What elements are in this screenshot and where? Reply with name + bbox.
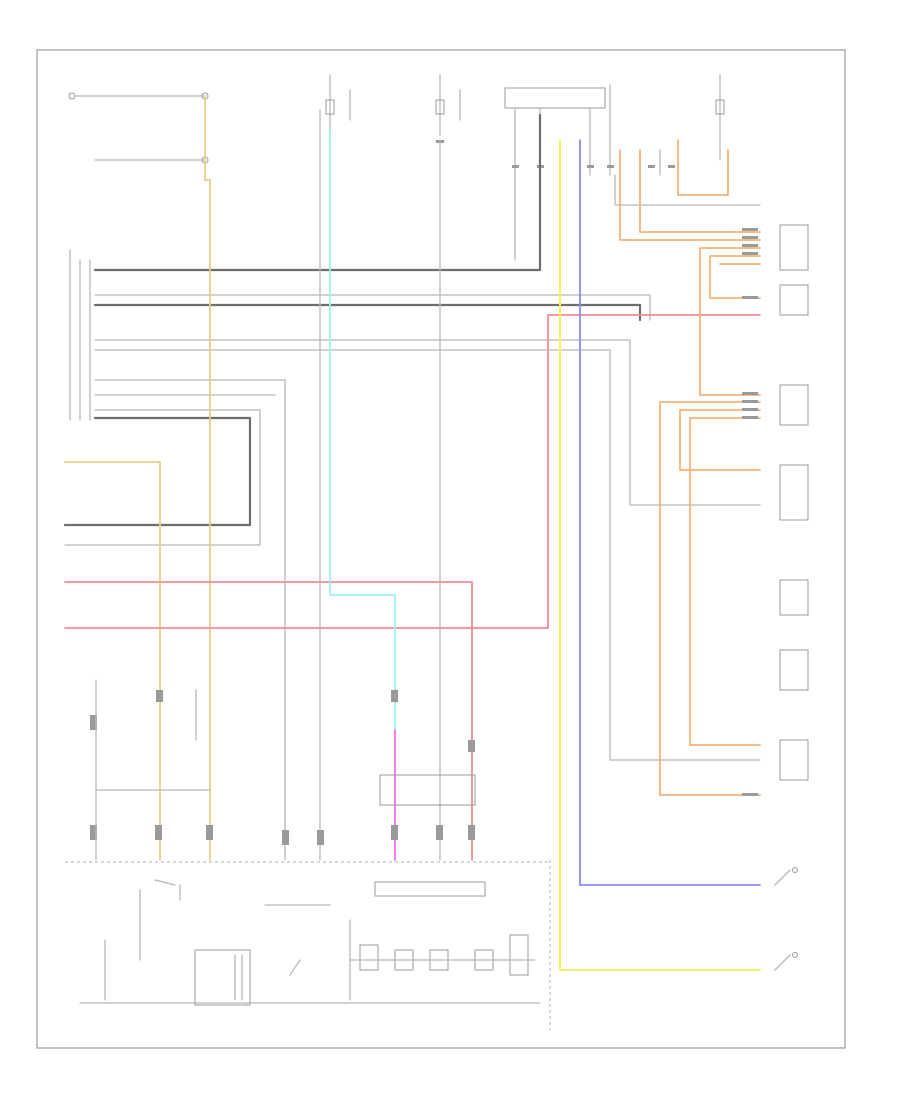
bottom-connectors xyxy=(90,690,475,845)
wire-dark-1 xyxy=(93,113,542,272)
wire-gray-10 xyxy=(614,174,761,206)
fuse-group-3 xyxy=(504,84,611,176)
module-box xyxy=(194,881,486,1006)
fuse-block-top-left xyxy=(68,92,209,164)
wire-gray-2 xyxy=(94,339,761,506)
wire-gray-3 xyxy=(94,349,761,761)
wire-dark-3 xyxy=(63,416,252,527)
junction-block xyxy=(95,679,476,861)
wire-blue xyxy=(579,139,761,886)
wire-tan-1 xyxy=(204,95,211,861)
orange-harness xyxy=(619,139,761,796)
switch-icon xyxy=(774,867,798,971)
wire-yellow xyxy=(559,139,761,971)
fuse-group-2 xyxy=(435,74,461,136)
wire-gray-4 xyxy=(94,379,286,861)
wire-red-1 xyxy=(64,581,473,861)
right-connector-1 xyxy=(779,224,809,781)
wire-red-2 xyxy=(64,314,761,629)
fuse-group-4 xyxy=(715,74,725,161)
wire-tan-2 xyxy=(64,461,161,861)
ground-icon xyxy=(104,879,331,1001)
connector-icon xyxy=(742,228,758,796)
left-connector-block xyxy=(69,249,91,421)
wire-cyan xyxy=(329,129,396,731)
diagram-frame xyxy=(36,49,846,1049)
wire-dark-2 xyxy=(93,303,642,322)
fuse-icon xyxy=(349,919,536,1001)
wire-gray-1 xyxy=(94,294,651,321)
wire-gray-6 xyxy=(64,409,261,546)
fuse-group-1 xyxy=(325,74,351,136)
